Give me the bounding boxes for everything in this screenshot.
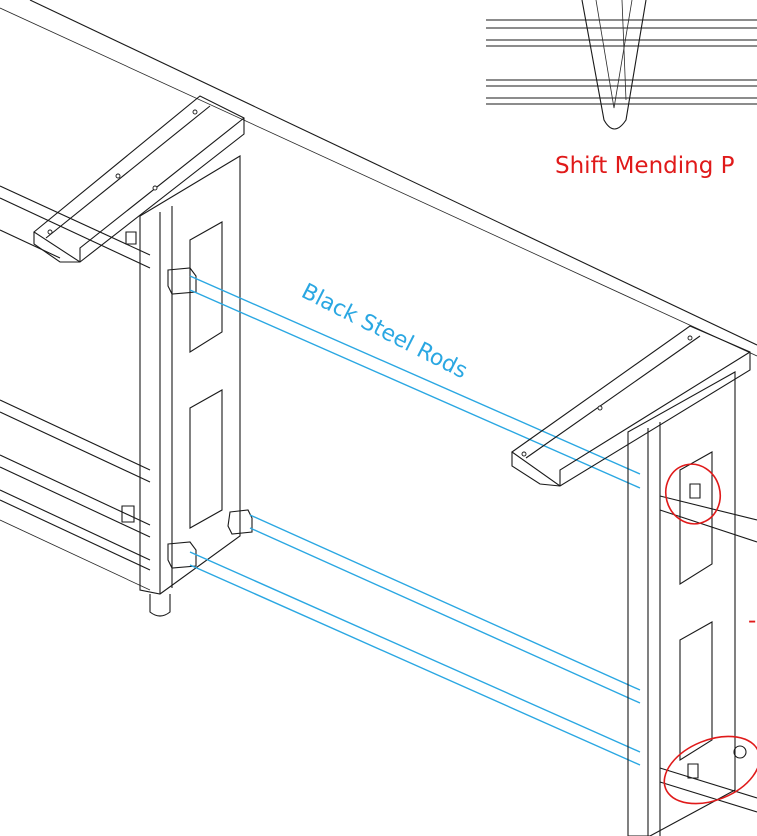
tabletop-edge [0, 0, 757, 357]
right-cross-rod [659, 495, 757, 813]
edge-mark: - [748, 608, 756, 634]
bolts [121, 231, 747, 779]
right-angle-bracket [511, 325, 751, 487]
rods-label: Black Steel Rods [297, 279, 471, 384]
left-leg [139, 155, 241, 617]
right-leg [627, 371, 736, 836]
left-angle-bracket [33, 95, 245, 263]
steel-rods [189, 275, 641, 766]
left-rod-blocks [167, 267, 253, 569]
inset-detail [486, 0, 757, 130]
left-rails [0, 185, 151, 591]
inset-caption: Shift Mending P [555, 153, 735, 179]
callout-circles [663, 463, 757, 805]
